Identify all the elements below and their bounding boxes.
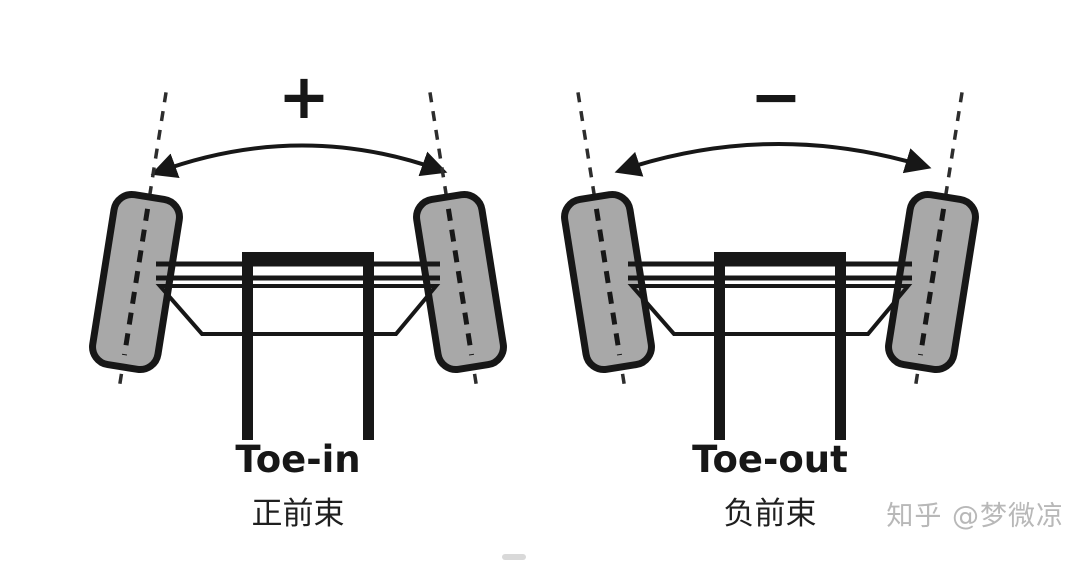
left-wheel [89,92,183,393]
toe-in-label-chinese: 正前束 [252,496,345,532]
tie-rod-trapezoid [627,284,913,336]
cropped-text-fragment [502,554,526,560]
frame-rail-right [363,252,374,440]
frame-rail-left [714,252,725,440]
toe-out-diagram: − Toe-out 负前束 [561,60,979,532]
toe-angle-arc-arrow [614,142,932,177]
toe-in-label-english: Toe-in [235,438,360,481]
zhihu-watermark: 知乎 @梦微凉 [886,501,1064,532]
left-wheel [561,92,655,393]
frame-rail-right [835,252,846,440]
tread-line [445,208,475,356]
frame-crossmember [714,252,846,263]
tread-line [593,208,623,356]
right-wheel [885,92,979,393]
frame-crossmember [242,252,374,263]
toe-in-diagram: + Toe-in 正前束 [89,60,507,532]
tie-rod-trapezoid [155,284,441,336]
right-wheel [413,92,507,393]
toe-angle-arc-arrow [150,143,448,178]
toe-out-label-english: Toe-out [692,438,848,481]
toe-out-label-chinese: 负前束 [724,496,817,532]
tread-line [917,208,947,356]
positive-toe-sign: + [278,60,330,133]
negative-toe-sign: − [750,60,802,133]
tread-line [121,208,151,356]
frame-rail-left [242,252,253,440]
